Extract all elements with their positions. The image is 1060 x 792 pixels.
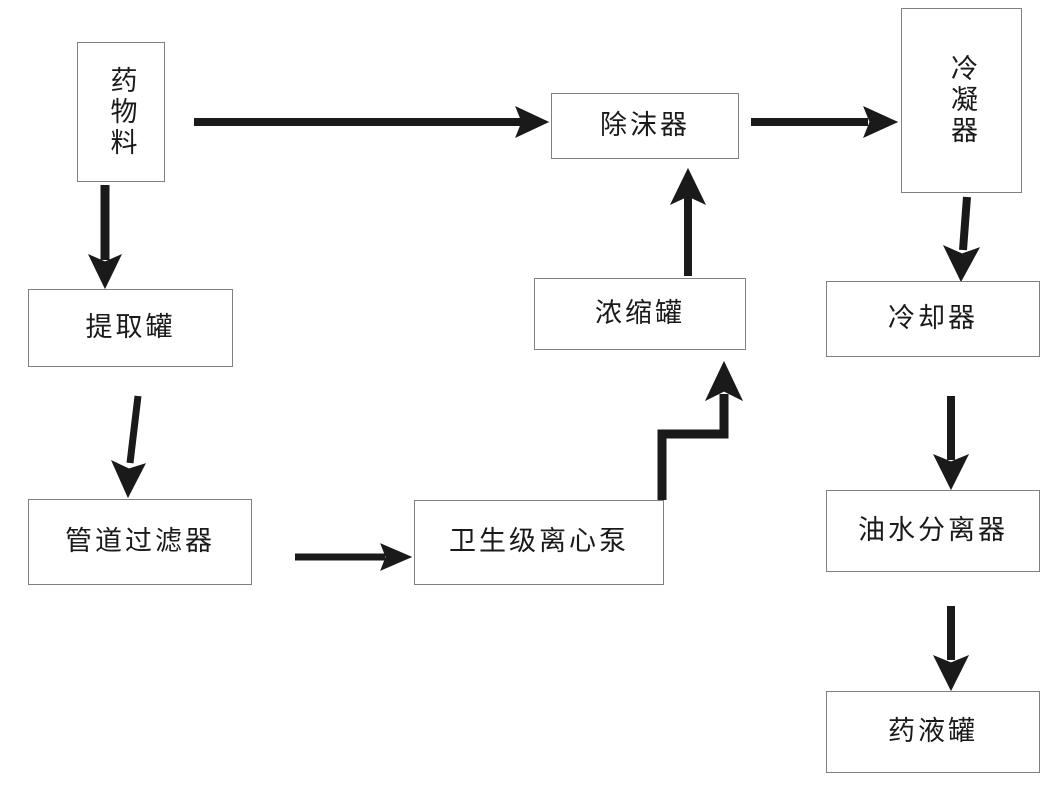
node-label-extraction-tank: 提取罐 — [85, 311, 176, 343]
node-label-condenser: 冷凝器 — [946, 54, 977, 147]
connector-extraction-tank-to-pipeline-filter — [110, 395, 146, 499]
node-drug-material[interactable]: 药物料 — [77, 42, 165, 182]
connector-drug-material-to-demister — [194, 106, 550, 138]
node-label-demister: 除沫器 — [600, 109, 690, 141]
node-liquid-medicine-tank[interactable]: 药液罐 — [826, 691, 1040, 773]
node-extraction-tank[interactable]: 提取罐 — [28, 289, 233, 367]
connector-pump-to-concentration-tank — [657, 360, 744, 500]
connector-oil-water-separator-to-liquid-medicine-tank — [932, 606, 970, 692]
node-pipeline-filter[interactable]: 管道过滤器 — [28, 499, 252, 585]
node-cooler[interactable]: 冷却器 — [826, 281, 1040, 357]
connector-demister-to-condenser — [751, 106, 899, 138]
node-label-concentration-tank: 浓缩罐 — [595, 297, 685, 329]
node-concentration-tank[interactable]: 浓缩罐 — [534, 278, 746, 350]
node-label-liquid-medicine-tank: 药液罐 — [888, 715, 978, 747]
connector-condenser-to-cooler — [942, 196, 981, 283]
node-condenser[interactable]: 冷凝器 — [901, 8, 1022, 193]
connector-pipeline-filter-to-pump — [295, 543, 413, 571]
connector-concentration-tank-to-demister — [669, 167, 707, 276]
node-sanitary-centrifugal-pump[interactable]: 卫生级离心泵 — [414, 500, 664, 585]
node-oil-water-separator[interactable]: 油水分离器 — [826, 490, 1040, 572]
node-label-drug-material: 药物料 — [105, 65, 137, 159]
node-label-cooler: 冷却器 — [888, 302, 978, 334]
node-label-sanitary-centrifugal-pump: 卫生级离心泵 — [449, 526, 629, 558]
connector-drug-material-to-extraction-tank — [87, 185, 123, 290]
node-label-oil-water-separator: 油水分离器 — [858, 514, 1008, 546]
connector-cooler-to-oil-water-separator — [932, 396, 970, 491]
node-label-pipeline-filter: 管道过滤器 — [65, 525, 215, 557]
node-demister[interactable]: 除沫器 — [551, 93, 739, 159]
